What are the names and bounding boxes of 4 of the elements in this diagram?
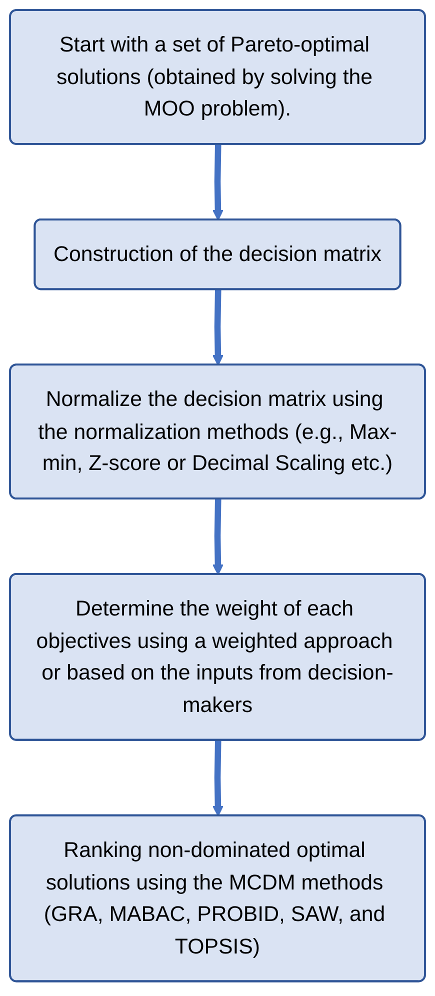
arrow <box>212 740 224 816</box>
arrow <box>212 144 224 221</box>
arrow <box>212 499 224 576</box>
arrow <box>212 290 224 366</box>
